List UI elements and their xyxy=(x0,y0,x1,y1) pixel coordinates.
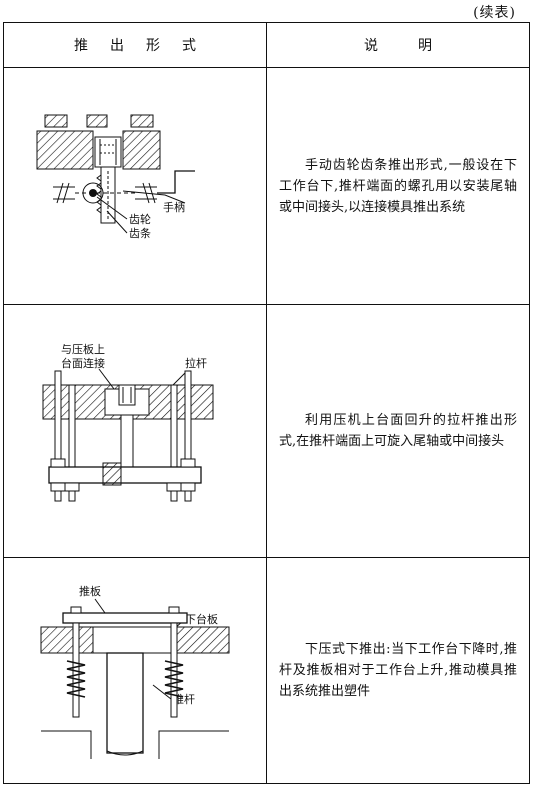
label-handle: 手柄 xyxy=(163,200,185,214)
figure-manual-rack-pinion: 齿轮 齿条 手柄 xyxy=(3,67,267,305)
header-desc: 说明 xyxy=(266,22,530,68)
table-row: 推板 下台板 推杆 xyxy=(3,557,530,784)
figure-lower-press: 推板 下台板 推杆 xyxy=(3,557,267,784)
row-description: 利用压机上台面回升的拉杆推出形式,在推杆端面上可旋入尾轴或中间接头 xyxy=(266,304,530,558)
row-description: 下压式下推出:当下工作台下降时,推杆及推板相对于工作台上升,推动模具推出系统推出… xyxy=(266,557,530,784)
lower-press-diagram: 推板 下台板 推杆 xyxy=(40,584,230,759)
row-description: 手动齿轮齿条推出形式,一般设在下工作台下,推杆端面的螺孔用以安装尾轴或中间接头,… xyxy=(266,67,530,305)
header-form: 推出形式 xyxy=(3,22,267,68)
header-row: 推出形式 说明 xyxy=(3,22,530,68)
table-row: 与压板上 台面连接 拉杆 xyxy=(3,304,530,558)
rack-pinion-diagram: 齿轮 齿条 手柄 xyxy=(36,114,195,240)
table-row: 齿轮 齿条 手柄 手动齿轮齿条推出形式,一般设在下工作台下,推杆端面的螺孔用以安… xyxy=(3,67,530,305)
label-rack: 齿条 xyxy=(129,226,151,240)
label-tie-rod: 拉杆 xyxy=(185,356,207,370)
label-gear: 齿轮 xyxy=(129,212,151,226)
continued-label: (续表) xyxy=(473,5,516,21)
label-connect-1: 与压板上 xyxy=(61,342,105,356)
label-connect-2: 台面连接 xyxy=(61,356,105,370)
figure-tie-rod: 与压板上 台面连接 拉杆 xyxy=(3,304,267,558)
tie-rod-diagram: 与压板上 台面连接 拉杆 xyxy=(42,342,214,502)
ejection-forms-table: 推出形式 说明 xyxy=(3,22,530,784)
label-lower-table: 下台板 xyxy=(185,612,218,626)
label-plate: 推板 xyxy=(79,584,101,598)
